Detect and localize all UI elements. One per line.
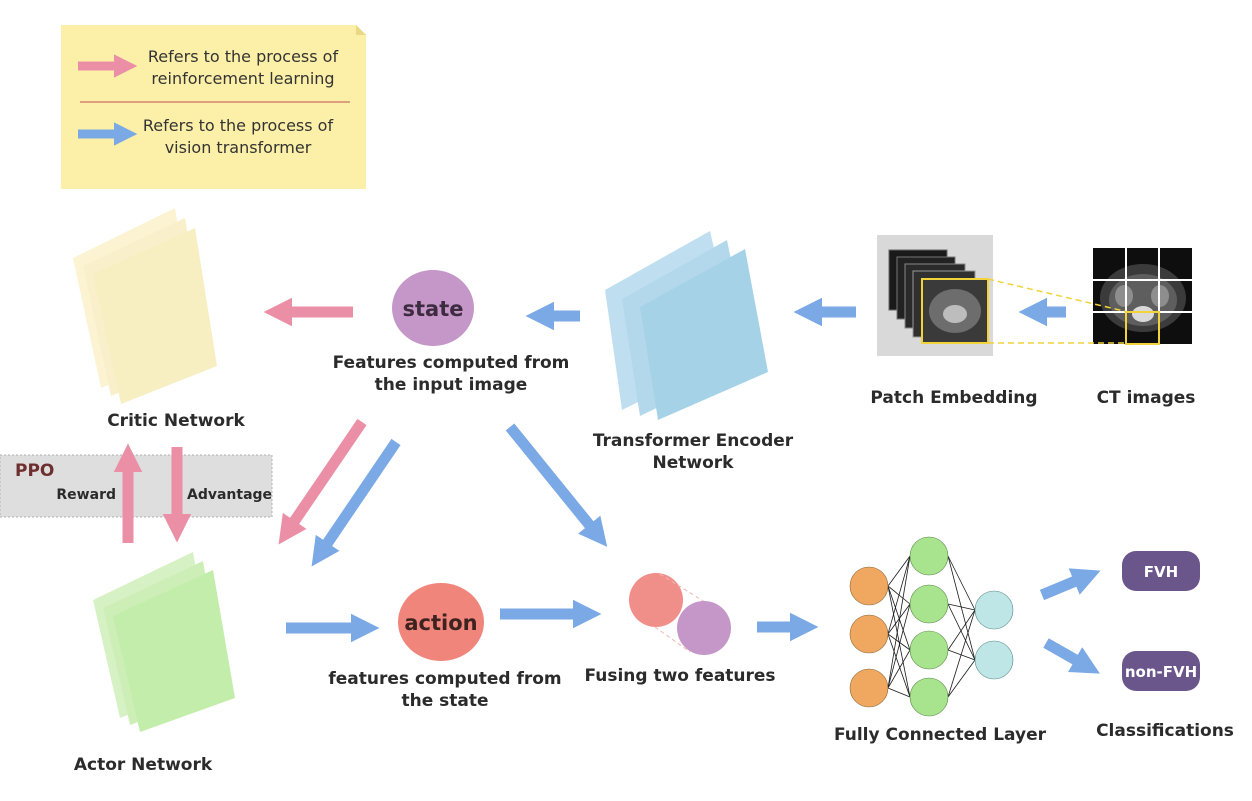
- patch-embedding-label: Patch Embedding: [870, 388, 1037, 408]
- fusion-circles: [629, 573, 731, 655]
- legend-vt-line2: vision transformer: [165, 138, 312, 157]
- patch-link-line-top: [987, 278, 1129, 313]
- state-caption-line1: Features computed from: [333, 353, 570, 373]
- classifications-label: Classifications: [1096, 721, 1234, 741]
- actor-network-label: Actor Network: [74, 755, 213, 775]
- fc-to-nonfvh-arrow: [1043, 638, 1100, 674]
- critic-network-label: Critic Network: [107, 411, 245, 431]
- legend: Refers to the process of reinforcement l…: [61, 25, 366, 189]
- ppo-label: PPO: [15, 461, 54, 481]
- state-node-label: state: [403, 297, 464, 321]
- ct-image: [1093, 248, 1192, 345]
- action-node-label: action: [404, 611, 477, 635]
- fully-connected-label: Fully Connected Layer: [834, 725, 1047, 745]
- action-caption-line1: features computed from: [328, 669, 561, 689]
- state-to-fusion-arrow: [505, 423, 608, 547]
- legend-rl-line1: Refers to the process of: [148, 47, 339, 66]
- patch-embedding-image: [877, 235, 993, 356]
- transformer-encoder-stack: [605, 231, 768, 420]
- actor-network-stack: [93, 552, 235, 732]
- fusion-label: Fusing two features: [584, 666, 775, 686]
- state-to-actor-rl-arrow: [278, 418, 367, 545]
- advantage-label: Advantage: [187, 487, 272, 503]
- fully-connected-layer: [849, 536, 1014, 717]
- non-fvh-box: [1122, 651, 1200, 691]
- non-fvh-label: non-FVH: [1125, 663, 1197, 681]
- fvh-box: [1122, 551, 1200, 591]
- state-caption-line2: the input image: [375, 375, 528, 395]
- transformer-label-line1: Transformer Encoder: [593, 431, 794, 451]
- state-node: [392, 270, 474, 346]
- fc-to-fvh-arrow: [1039, 568, 1101, 601]
- reward-label: Reward: [56, 487, 116, 503]
- ct-images-label: CT images: [1097, 388, 1196, 408]
- action-node: [398, 583, 484, 661]
- state-to-actor-vt-arrow: [311, 438, 401, 567]
- legend-vt-line1: Refers to the process of: [143, 116, 334, 135]
- fvh-label: FVH: [1144, 563, 1178, 581]
- critic-network-stack: [73, 208, 217, 404]
- transformer-label-line2: Network: [653, 453, 735, 473]
- legend-rl-line2: reinforcement learning: [151, 69, 334, 88]
- action-caption-line2: the state: [401, 691, 488, 711]
